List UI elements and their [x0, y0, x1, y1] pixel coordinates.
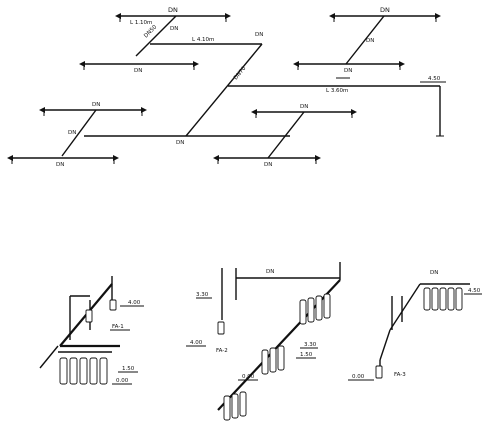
- label-dn-b: DN: [255, 32, 263, 38]
- label-diag-mid: DN70: [233, 65, 248, 81]
- left-tag: FA-1: [112, 324, 124, 330]
- label-level-b: L 4.10m: [192, 37, 214, 43]
- mid-elev-left: 4.00: [190, 340, 203, 346]
- mid-elev-2: 1.50: [300, 352, 313, 358]
- label-bottom-mid: DN: [176, 140, 184, 146]
- right-tag: FA-3: [394, 372, 406, 378]
- label-left-2: DN: [68, 130, 76, 136]
- right-cylinder-bank: [423, 287, 463, 311]
- label-dn-e: DN: [344, 68, 352, 74]
- label-level-d: 4.50: [428, 76, 441, 82]
- mid-tag: FA-2: [216, 348, 228, 354]
- label-dn-a: DN: [170, 26, 178, 32]
- label-bottom-left-2: DN: [264, 162, 272, 168]
- left-elev-3: 0.00: [116, 378, 129, 384]
- left-elev-1: 4.00: [128, 300, 141, 306]
- label-top-center: DN: [168, 6, 178, 14]
- mid-top-pipe: DN: [266, 269, 274, 275]
- middle-cylinder-bank-bottom: [223, 391, 247, 421]
- mid-elev-3: 0.00: [242, 374, 255, 380]
- label-level-c: L 3.60m: [326, 88, 348, 94]
- label-bottom-right: DN: [300, 104, 308, 110]
- label-pipe-upper: DN50: [143, 24, 158, 39]
- middle-cylinder-bank-lower: [261, 345, 285, 375]
- mid-elev-top: 3.30: [196, 292, 209, 298]
- label-dn-d: DN: [366, 38, 374, 44]
- right-top-pipe: DN: [430, 270, 438, 276]
- label-left-1: DN: [92, 102, 100, 108]
- label-mid-1: DN: [134, 68, 142, 74]
- label-level-a: L 1.10m: [130, 20, 152, 26]
- middle-cylinder-bank-upper: [299, 293, 331, 325]
- left-elev-2: 1.50: [122, 366, 135, 372]
- system-right: 0.00 FA-3 DN 4.50: [348, 270, 482, 381]
- system-middle: DN 3.30 4.00 FA-2 3.30 1.50 0.00: [186, 262, 341, 421]
- system-left: 4.00 FA-1 1.50 0.00: [39, 276, 144, 385]
- right-elev-top: 4.50: [468, 288, 481, 294]
- label-bottom-left-1: DN: [56, 162, 64, 168]
- top-piping-plan: DN L 1.10m DN50 DN L 4.10m DN DN DN DN: [7, 6, 446, 168]
- mid-elev-1: 3.30: [304, 342, 317, 348]
- left-cylinder-bank: [58, 351, 112, 385]
- label-top-right: DN: [380, 6, 390, 14]
- right-elev-bottom: 0.00: [352, 374, 365, 380]
